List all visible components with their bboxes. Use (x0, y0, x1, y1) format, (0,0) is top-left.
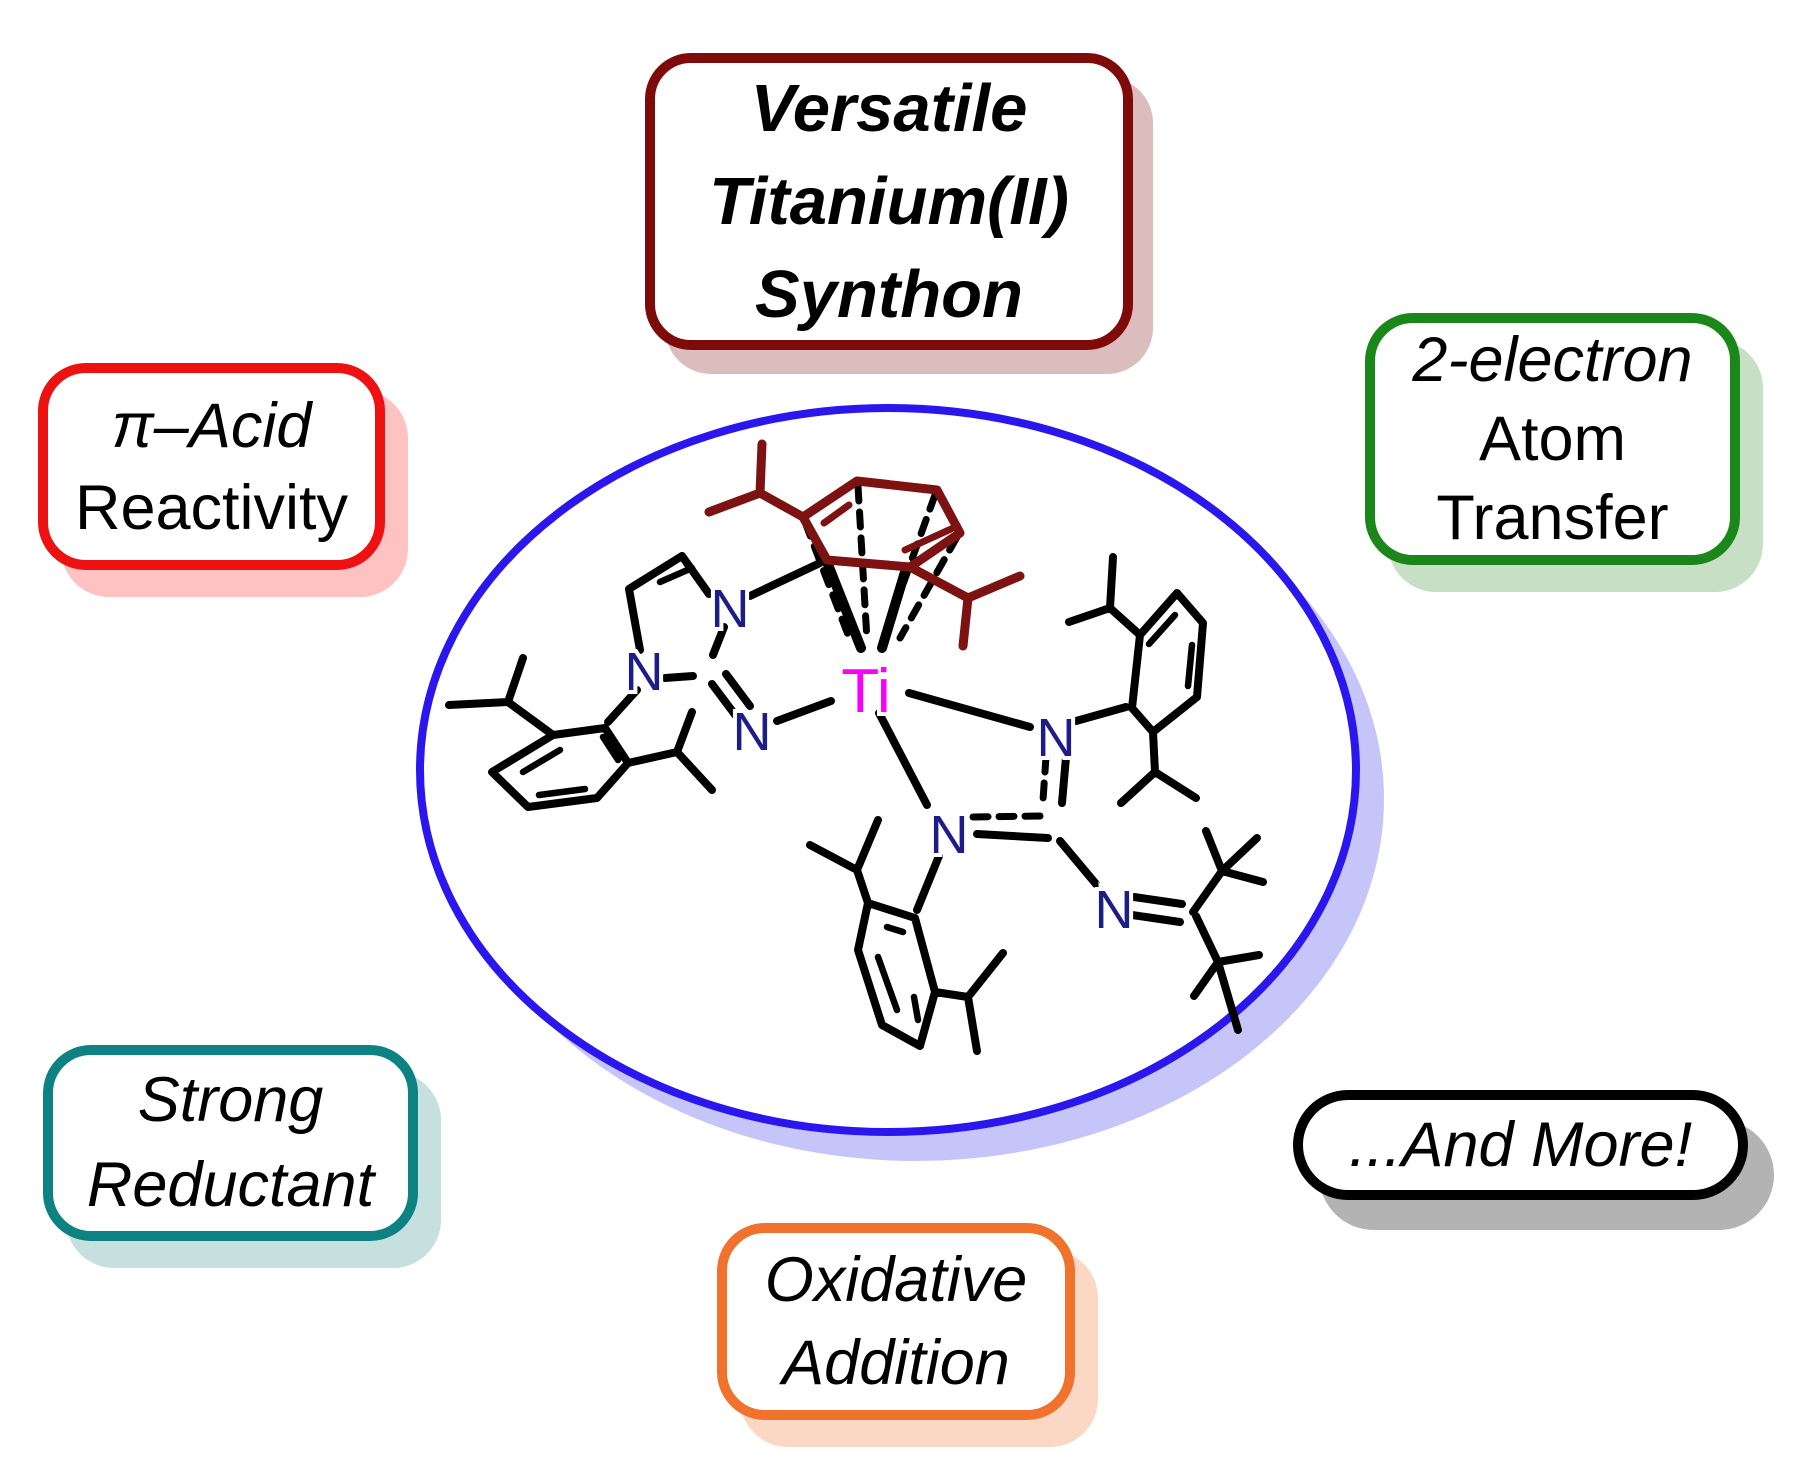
versatile-synthon-box: Versatile Titanium(II) Synthon (645, 53, 1153, 374)
pi-acid-reactivity-box: π–Acid Reactivity (38, 363, 408, 597)
nitrogen-label: N (1095, 880, 1134, 940)
pi-acid-reactivity-face: π–Acid Reactivity (38, 363, 385, 570)
and-more-face: ...And More! (1293, 1090, 1748, 1200)
arene-ring (704, 439, 1025, 651)
oxidative-addition-face: Oxidative Addition (717, 1223, 1075, 1420)
box-text-line: Transfer (1436, 482, 1669, 553)
nitrogen-label: N (711, 579, 750, 639)
ellipse-shadow (448, 437, 1384, 1161)
nitrogen-label: N (733, 702, 772, 762)
box-text-line: Reductant (86, 1150, 375, 1220)
box-text-line: Versatile (750, 71, 1028, 146)
arene-bonds (704, 439, 1025, 651)
nitrogen-label: N (625, 642, 664, 702)
bond-black-dashed (801, 482, 1050, 821)
box-text-line: Reactivity (74, 472, 349, 543)
nitrogen-label: N (1037, 708, 1076, 768)
box-text-line: π–Acid (111, 390, 312, 461)
nitrogen-label: N (930, 805, 969, 865)
atom-labels: N N N N N N Ti (621, 575, 1138, 944)
bond-black-inner-double (519, 564, 1196, 1024)
box-text-line: Oxidative (764, 1244, 1028, 1315)
titanium-label: Ti (841, 657, 890, 726)
bond-black-main (445, 552, 1267, 1055)
versatile-synthon-face: Versatile Titanium(II) Synthon (645, 53, 1133, 350)
oxidative-addition-box: Oxidative Addition (717, 1223, 1098, 1447)
box-text-line: Synthon (755, 257, 1023, 332)
box-text-line: Strong (137, 1065, 324, 1135)
box-text-line: Titanium(II) (709, 164, 1069, 239)
bond-black-bold-hapto (822, 557, 910, 653)
box-text-line: Atom (1478, 403, 1627, 474)
atom-transfer-box: 2-electron Atom Transfer (1365, 313, 1763, 592)
molecule-ellipse (416, 404, 1360, 1136)
strong-reductant-box: Strong Reductant (43, 1045, 441, 1268)
and-more-box: ...And More! (1293, 1090, 1774, 1230)
box-text-line: Addition (782, 1327, 1010, 1398)
arene-inner-double (820, 501, 955, 554)
box-text-line: 2-electron (1412, 324, 1693, 395)
strong-reductant-face: Strong Reductant (43, 1045, 418, 1241)
bond-lines (445, 482, 1267, 1055)
box-text-line: ...And More! (1348, 1110, 1693, 1180)
atom-transfer-face: 2-electron Atom Transfer (1365, 313, 1740, 565)
